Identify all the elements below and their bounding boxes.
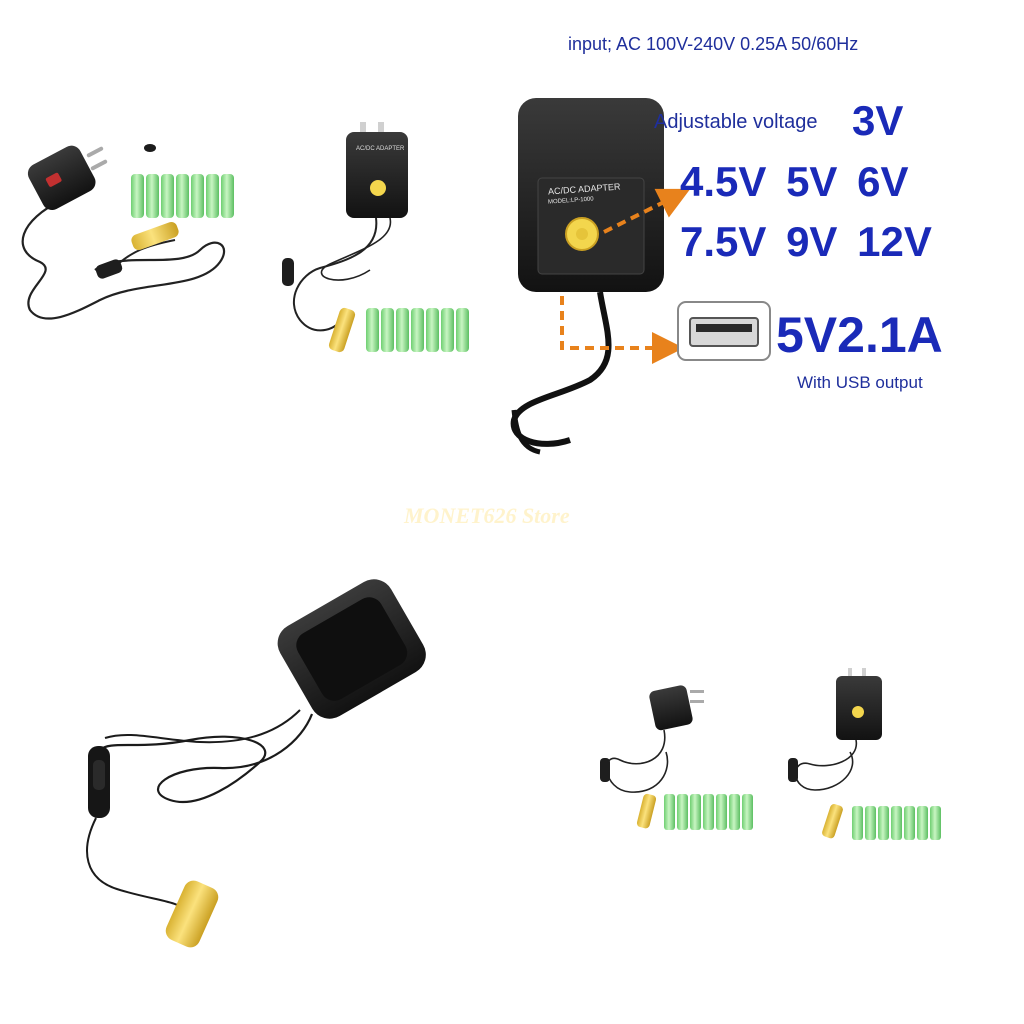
eu-adapter-cable	[606, 729, 669, 793]
battery-icon	[221, 174, 234, 218]
battery-icon	[411, 308, 424, 352]
battery-icon	[441, 308, 454, 352]
voltage-dial	[370, 180, 386, 196]
battery-row-bottomright-b	[852, 806, 941, 840]
inline-switch	[788, 758, 798, 782]
eu-adapter-body	[27, 145, 96, 210]
battery-icon	[206, 174, 219, 218]
battery-icon	[456, 308, 469, 352]
battery-icon	[191, 174, 204, 218]
adapter-closeup-cable	[511, 409, 541, 455]
voltage-dial	[852, 706, 864, 718]
input-spec-text: input; AC 100V-240V 0.25A 50/60Hz	[568, 34, 859, 54]
battery-icon	[852, 806, 863, 840]
battery-icon	[146, 174, 159, 218]
eu-adapter-set-topleft	[21, 144, 234, 320]
eu-adapter-pin	[86, 146, 104, 158]
store-watermark: MONET626 Store	[404, 503, 570, 528]
battery-icon	[396, 308, 409, 352]
us-adapter-cable	[320, 217, 392, 281]
usb-output-caption: With USB output	[797, 373, 923, 392]
battery-icon	[878, 806, 889, 840]
battery-icon	[742, 794, 753, 830]
usb-output-rating: 5V2.1A	[776, 307, 943, 363]
dummy-battery-icon	[636, 793, 657, 829]
battery-icon	[176, 174, 189, 218]
battery-icon	[677, 794, 688, 830]
eu-adapter-pin	[690, 690, 704, 693]
battery-row-topmiddle	[366, 308, 469, 352]
inline-switch-rocker	[93, 760, 105, 790]
dummy-battery-icon	[165, 880, 219, 948]
battery-icon	[729, 794, 740, 830]
eu-adapter-set-bottomright	[600, 685, 753, 830]
battery-row-topleft	[131, 174, 234, 218]
battery-icon	[917, 806, 928, 840]
orange-arrow	[560, 296, 684, 364]
voltage-3v: 3V	[852, 97, 904, 144]
battery-icon	[664, 794, 675, 830]
battery-icon	[716, 794, 727, 830]
orange-arrow	[603, 188, 691, 234]
us-adapter-cable	[794, 739, 857, 791]
voltage-options-row-2: 7.5V 9V 12V	[680, 218, 932, 265]
battery-icon	[703, 794, 714, 830]
adapter-closeup	[510, 98, 771, 455]
battery-icon	[131, 174, 144, 218]
eu-adapter-pin	[90, 159, 108, 171]
box-adapter-cable	[99, 713, 314, 803]
voltage-dial-center	[576, 228, 588, 240]
voltage-options-row-1: 4.5V 5V 6V	[680, 158, 909, 205]
dummy-battery-icon	[131, 221, 179, 251]
dummy-battery-icon	[328, 307, 356, 353]
eu-adapter-body	[649, 685, 693, 731]
us-adapter-set-topmiddle: AC/DC ADAPTER	[282, 122, 469, 353]
dummy-battery-icon	[822, 804, 843, 839]
inline-switch	[600, 758, 610, 782]
battery-row-bottomright-a	[664, 794, 753, 830]
box-adapter-set	[86, 579, 426, 948]
dc-plug-tip	[144, 144, 156, 152]
battery-icon	[161, 174, 174, 218]
battery-icon	[865, 806, 876, 840]
battery-icon	[426, 308, 439, 352]
battery-icon	[930, 806, 941, 840]
box-adapter-body	[277, 579, 426, 719]
inline-switch	[95, 259, 123, 279]
us-adapter-body	[346, 132, 408, 218]
box-adapter-cable	[86, 817, 191, 916]
box-adapter-cable	[104, 709, 301, 744]
battery-icon	[690, 794, 701, 830]
battery-icon	[904, 806, 915, 840]
adjustable-voltage-label: Adjustable voltage	[654, 111, 818, 133]
battery-icon	[366, 308, 379, 352]
battery-icon	[891, 806, 902, 840]
eu-adapter-pin	[690, 700, 704, 703]
us-adapter-label: AC/DC ADAPTER	[356, 146, 405, 152]
eu-adapter-cable	[21, 199, 226, 320]
us-adapter-set-bottomright	[788, 668, 941, 840]
usb-port-icon	[677, 301, 771, 361]
battery-icon	[381, 308, 394, 352]
adapter-closeup-cable	[510, 291, 612, 447]
inline-switch	[282, 258, 294, 286]
